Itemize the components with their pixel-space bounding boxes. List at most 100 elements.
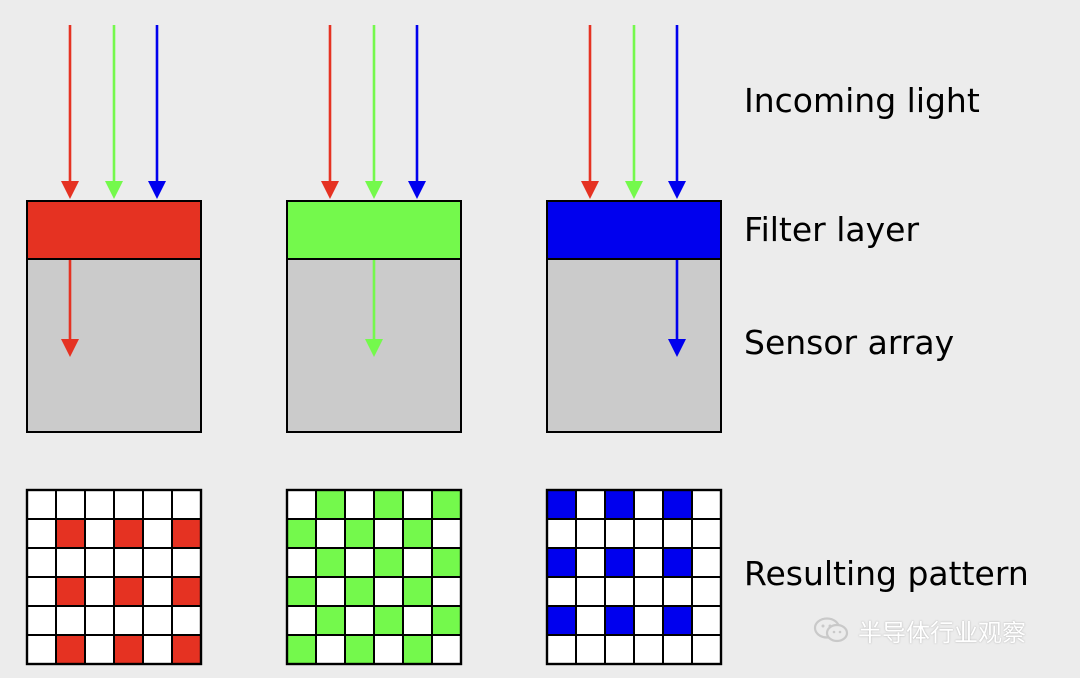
pattern-cell-blue [604, 605, 635, 636]
pattern-cell-green [373, 605, 404, 636]
pattern-cell-blue [633, 576, 664, 607]
incoming-green-arrow-green-column-head [365, 181, 383, 199]
pattern-cell-blue [662, 547, 693, 578]
watermark-text: 半导体行业观察 [858, 618, 1026, 647]
pattern-cell-green [402, 634, 433, 665]
pattern-cell-blue [633, 489, 664, 520]
pattern-grid-blue [545, 488, 723, 666]
filter-layer-red [26, 200, 202, 260]
pattern-cell-blue [691, 634, 722, 665]
pattern-cell-blue [604, 576, 635, 607]
pattern-cell-green [315, 576, 346, 607]
pattern-cell-blue [575, 576, 606, 607]
pattern-cell-blue [691, 605, 722, 636]
incoming-blue-arrow-blue-column-head [668, 181, 686, 199]
pattern-cell-blue [546, 634, 577, 665]
pattern-cell-red [142, 634, 173, 665]
pattern-cell-red [84, 547, 115, 578]
sensor-array-label: Sensor array [744, 323, 955, 362]
pattern-cell-red [171, 547, 202, 578]
pattern-grid-green [285, 488, 463, 666]
pattern-cell-green [286, 605, 317, 636]
pattern-cell-red [142, 547, 173, 578]
pattern-cell-red [142, 489, 173, 520]
pattern-cell-green [315, 547, 346, 578]
pattern-cell-blue [546, 576, 577, 607]
pattern-cell-green [344, 489, 375, 520]
pattern-cell-red [26, 547, 57, 578]
pattern-cell-red [171, 634, 202, 665]
pattern-cell-green [373, 518, 404, 549]
pattern-cell-green [344, 547, 375, 578]
pattern-cell-red [84, 605, 115, 636]
pattern-cell-red [55, 634, 86, 665]
pattern-cell-green [286, 576, 317, 607]
watermark: 半导体行业观察 [812, 612, 1026, 648]
pattern-cell-red [55, 605, 86, 636]
pattern-cell-red [55, 576, 86, 607]
pattern-cell-green [344, 634, 375, 665]
pattern-cell-green [373, 489, 404, 520]
pattern-cell-red [113, 518, 144, 549]
pattern-cell-green [286, 634, 317, 665]
incoming-green-arrow-blue-column-head [625, 181, 643, 199]
transmitted-green-arrow-head [365, 339, 383, 357]
pattern-cell-green [286, 518, 317, 549]
pattern-cell-red [142, 518, 173, 549]
pattern-cell-green [431, 605, 462, 636]
pattern-cell-green [315, 634, 346, 665]
pattern-cell-green [373, 576, 404, 607]
pattern-cell-blue [633, 605, 664, 636]
wechat-icon [813, 617, 849, 643]
pattern-cell-blue [604, 634, 635, 665]
transmitted-blue-arrow-head [668, 339, 686, 357]
pattern-cell-blue [546, 518, 577, 549]
pattern-cell-red [26, 518, 57, 549]
pattern-cell-green [373, 547, 404, 578]
pattern-cell-green [431, 518, 462, 549]
pattern-cell-green [431, 547, 462, 578]
incoming-green-arrow-red-column-head [105, 181, 123, 199]
pattern-cell-blue [662, 518, 693, 549]
pattern-cell-blue [633, 518, 664, 549]
pattern-cell-blue [662, 489, 693, 520]
pattern-cell-red [113, 634, 144, 665]
pattern-cell-green [286, 547, 317, 578]
pattern-cell-red [55, 489, 86, 520]
transmitted-red-arrow-head [61, 339, 79, 357]
pattern-cell-blue [662, 634, 693, 665]
filter-layer-green [286, 200, 462, 260]
pattern-cell-blue [546, 489, 577, 520]
pattern-cell-green [344, 605, 375, 636]
pattern-cell-red [142, 576, 173, 607]
pattern-cell-green [315, 518, 346, 549]
pattern-cell-green [373, 634, 404, 665]
pattern-cell-blue [604, 518, 635, 549]
pattern-cell-green [402, 605, 433, 636]
pattern-cell-green [402, 547, 433, 578]
pattern-cell-blue [691, 518, 722, 549]
pattern-cell-green [315, 489, 346, 520]
pattern-cell-red [26, 489, 57, 520]
pattern-cell-blue [633, 547, 664, 578]
pattern-cell-blue [691, 489, 722, 520]
pattern-cell-blue [604, 489, 635, 520]
pattern-cell-blue [546, 605, 577, 636]
pattern-cell-blue [691, 547, 722, 578]
pattern-cell-red [84, 489, 115, 520]
pattern-cell-blue [662, 605, 693, 636]
resulting-pattern-label: Resulting pattern [744, 554, 1029, 593]
pattern-cell-green [431, 634, 462, 665]
pattern-cell-red [84, 634, 115, 665]
pattern-cell-red [55, 518, 86, 549]
pattern-cell-red [113, 489, 144, 520]
pattern-cell-green [431, 489, 462, 520]
pattern-cell-blue [575, 489, 606, 520]
pattern-cell-blue [691, 576, 722, 607]
pattern-cell-red [84, 518, 115, 549]
pattern-cell-blue [575, 634, 606, 665]
pattern-cell-red [171, 576, 202, 607]
filter-layer-label: Filter layer [744, 210, 920, 249]
